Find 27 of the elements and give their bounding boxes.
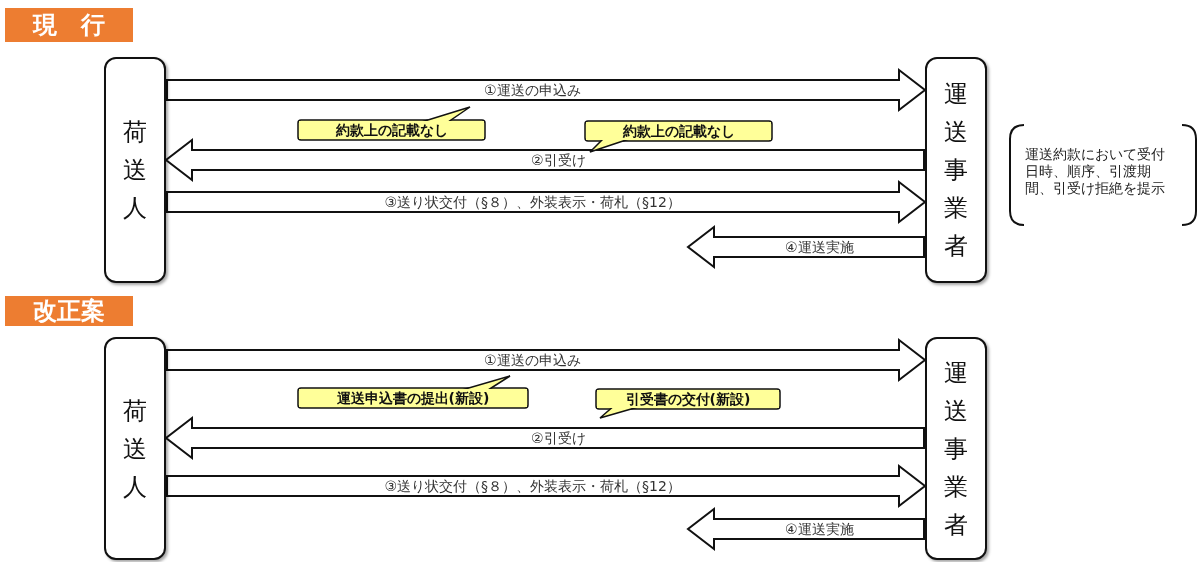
party-box bbox=[104, 337, 166, 560]
block-arrow bbox=[165, 417, 925, 459]
section-header: 現 行 bbox=[5, 8, 133, 42]
block-arrow bbox=[687, 226, 925, 268]
block-arrow bbox=[166, 465, 926, 507]
edge-label: ④運送実施 bbox=[785, 238, 854, 256]
block-arrow bbox=[166, 181, 926, 223]
block-arrow bbox=[165, 139, 925, 181]
note-text: 運送約款において受付日時、順序、引渡期間、引受け拒絶を提示 bbox=[1025, 146, 1166, 197]
party-name: 荷送人 bbox=[122, 395, 148, 503]
party-name: 運送事業者 bbox=[943, 357, 969, 541]
block-arrow bbox=[687, 508, 925, 550]
party-box bbox=[104, 57, 166, 283]
edge-label: ①運送の申込み bbox=[484, 351, 581, 369]
edge-label: ①運送の申込み bbox=[484, 81, 581, 99]
edge-label: ③送り状交付（§８）、外装表示・荷札（§12） bbox=[384, 477, 681, 495]
party-box bbox=[925, 337, 987, 560]
edge-label: ②引受け bbox=[531, 429, 586, 447]
section-header: 改正案 bbox=[5, 296, 133, 326]
block-arrow bbox=[166, 69, 926, 111]
edge-label: ④運送実施 bbox=[785, 520, 854, 538]
edge-label: ②引受け bbox=[531, 151, 586, 169]
party-box bbox=[925, 57, 987, 283]
block-arrow bbox=[166, 339, 926, 381]
party-name: 荷送人 bbox=[122, 117, 148, 224]
party-name: 運送事業者 bbox=[943, 79, 969, 262]
edge-label: ③送り状交付（§８）、外装表示・荷札（§12） bbox=[384, 193, 681, 211]
